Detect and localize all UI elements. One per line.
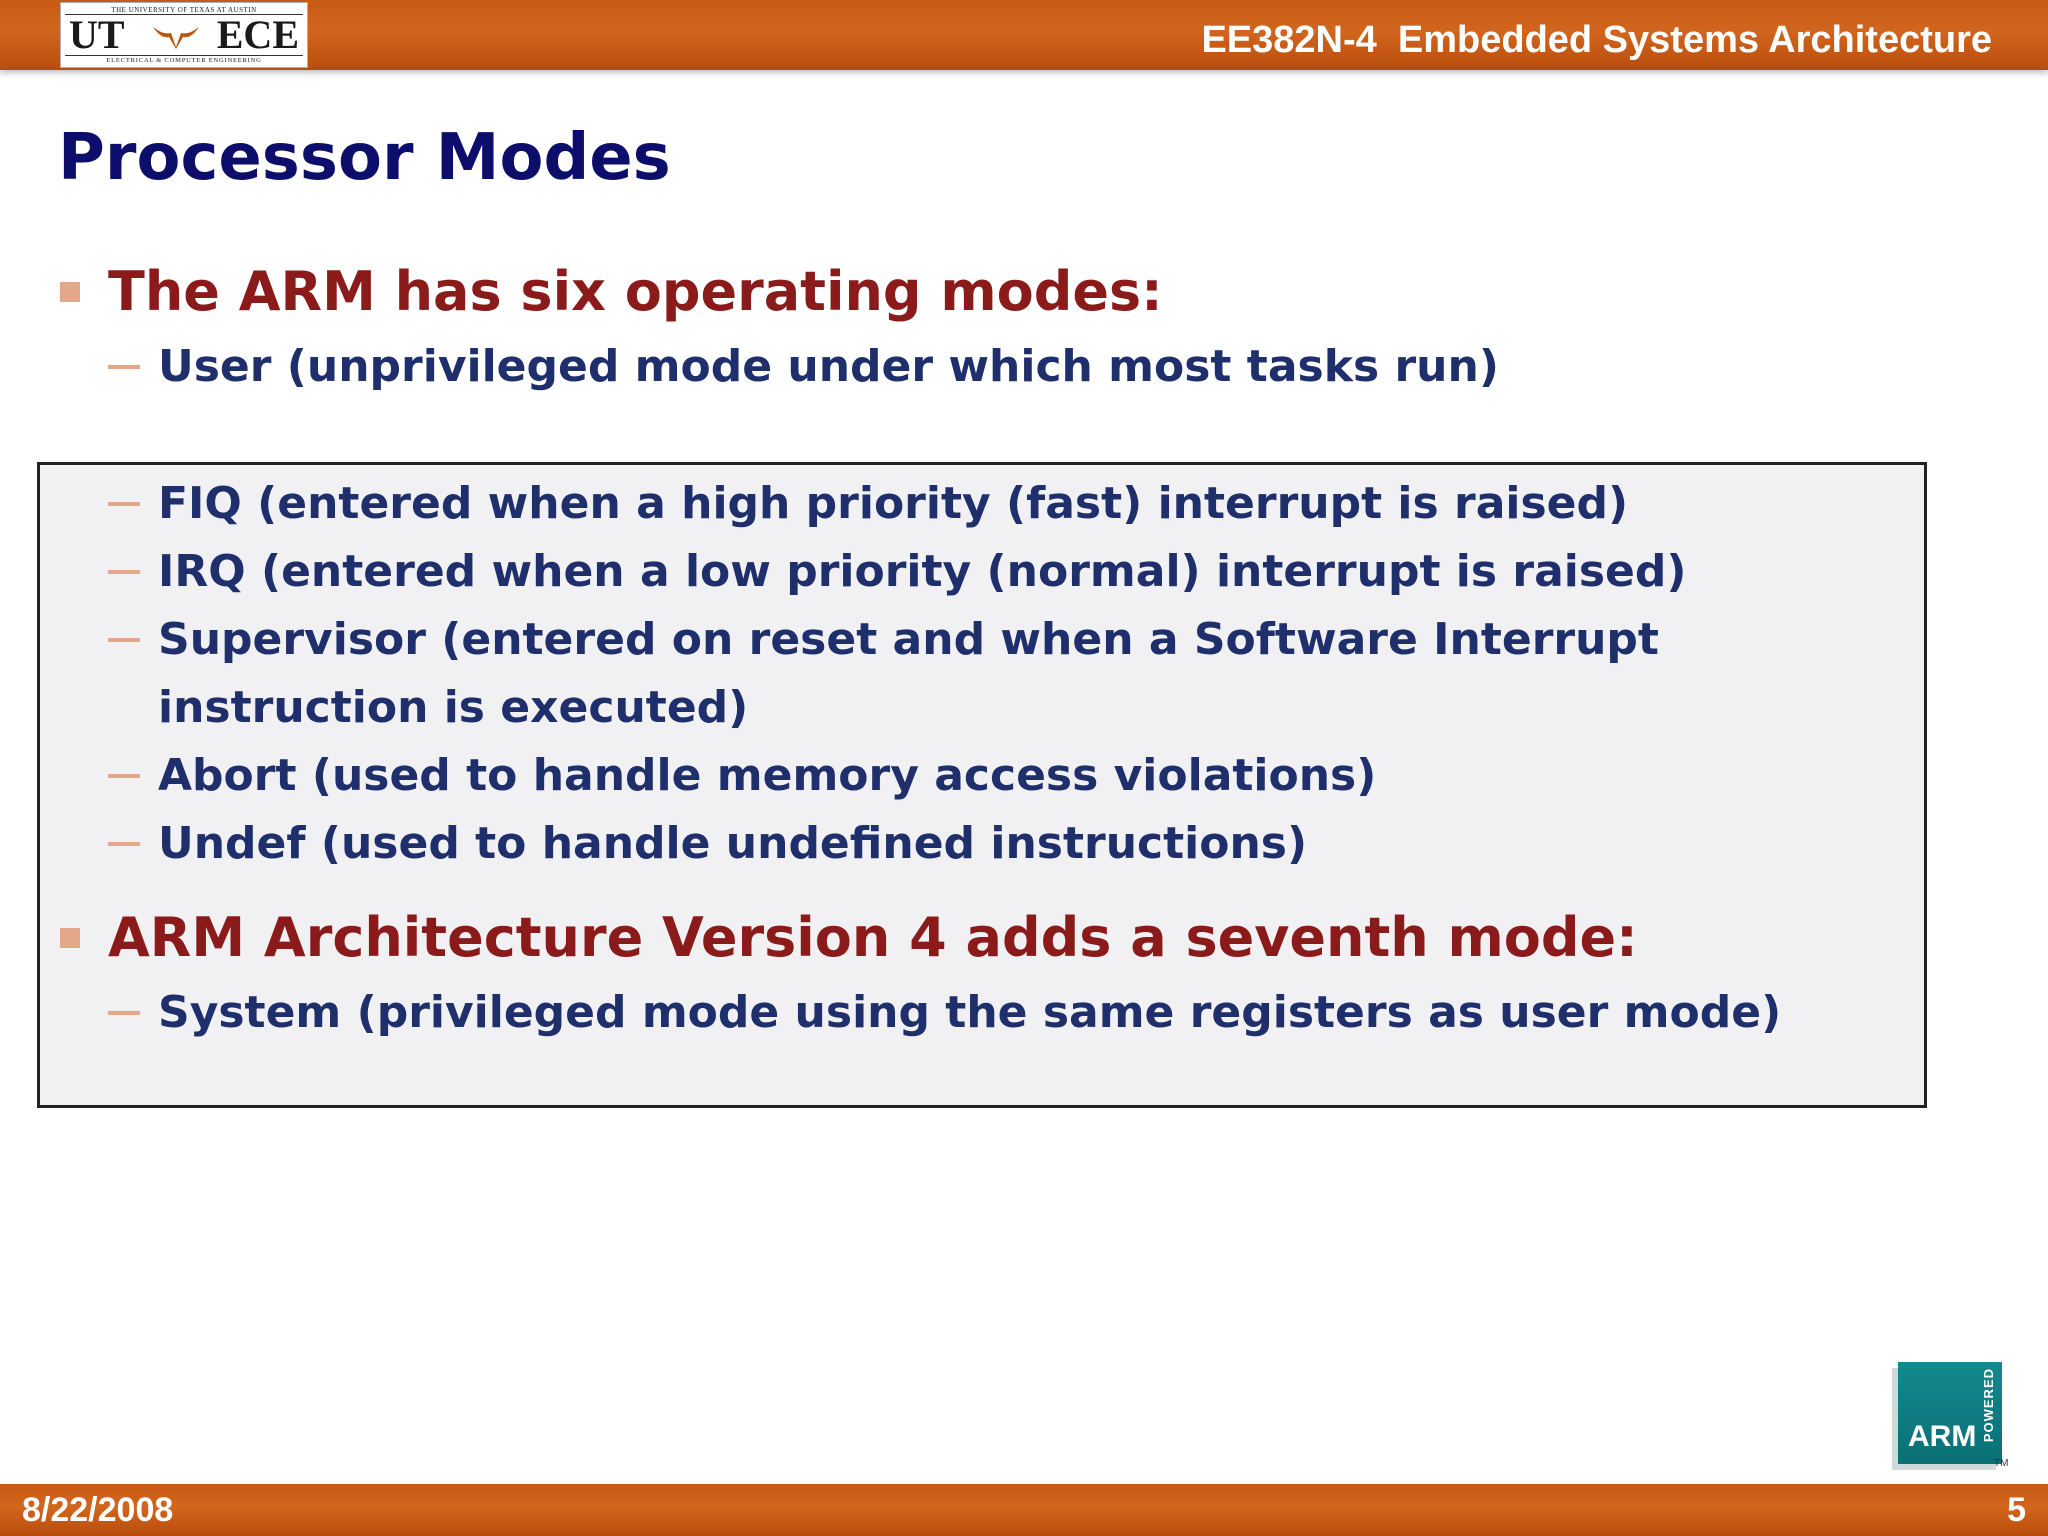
dash-icon — [108, 638, 140, 642]
powered-text: POWERED — [1981, 1368, 1996, 1443]
logo-top-text: THE UNIVERSITY OF TEXAS AT AUSTIN — [65, 5, 303, 15]
sub-item: FIQ (entered when a high priority (fast)… — [108, 470, 1628, 538]
sub-item-text: IRQ (entered when a low priority (normal… — [158, 546, 1687, 597]
bullet-item: ARM Architecture Version 4 adds a sevent… — [60, 904, 1638, 972]
logo-ut-text: UT — [69, 12, 125, 57]
dash-icon — [108, 570, 140, 574]
bullet-heading: The ARM has six operating modes: — [108, 260, 1163, 323]
course-title: EE382N-4 Embedded Systems Architecture — [1201, 19, 1992, 61]
logo-bottom-text: ELECTRICAL & COMPUTER ENGINEERING — [65, 55, 303, 65]
arm-text: ARM — [1908, 1420, 1977, 1453]
bullet-square-icon — [60, 928, 80, 948]
sub-item-text: FIQ (entered when a high priority (fast)… — [158, 478, 1629, 529]
sub-item: Abort (used to handle memory access viol… — [108, 742, 1376, 810]
longhorn-icon — [153, 27, 199, 49]
sub-item: System (privileged mode using the same r… — [108, 979, 1781, 1047]
page-number: 5 — [2007, 1491, 2026, 1529]
sub-item-text: User (unprivileged mode under which most… — [158, 341, 1499, 392]
bullet-square-icon — [60, 282, 80, 302]
dash-icon — [108, 365, 140, 369]
sub-item: IRQ (entered when a low priority (normal… — [108, 538, 1687, 606]
sub-item: User (unprivileged mode under which most… — [108, 333, 1499, 401]
dash-icon — [108, 774, 140, 778]
dash-icon — [108, 842, 140, 846]
logo-ece-text: ECE — [216, 12, 299, 57]
trademark-mark: TM — [1994, 1458, 2009, 1469]
sub-item: Supervisor (entered on reset and when a … — [108, 606, 1928, 742]
dash-icon — [108, 502, 140, 506]
sub-item-text: Supervisor (entered on reset and when a … — [158, 614, 1659, 733]
bullet-item: The ARM has six operating modes: — [60, 258, 1163, 326]
footer-date: 8/22/2008 — [22, 1491, 174, 1529]
sub-item-text: Undef (used to handle undefined instruct… — [158, 818, 1308, 869]
header-bar: THE UNIVERSITY OF TEXAS AT AUSTIN UT ECE… — [0, 0, 2048, 70]
dash-icon — [108, 1011, 140, 1015]
highlight-box — [37, 462, 1927, 1108]
sub-item-text: Abort (used to handle memory access viol… — [158, 750, 1377, 801]
ut-ece-logo: THE UNIVERSITY OF TEXAS AT AUSTIN UT ECE… — [60, 2, 308, 68]
footer-bar: 8/22/2008 5 — [0, 1484, 2048, 1536]
sub-item: Undef (used to handle undefined instruct… — [108, 810, 1307, 878]
arm-powered-logo: POWERED ARM — [1898, 1362, 2002, 1464]
page-title: Processor Modes — [58, 121, 671, 195]
sub-item-text: System (privileged mode using the same r… — [158, 987, 1782, 1038]
bullet-heading: ARM Architecture Version 4 adds a sevent… — [108, 906, 1638, 969]
